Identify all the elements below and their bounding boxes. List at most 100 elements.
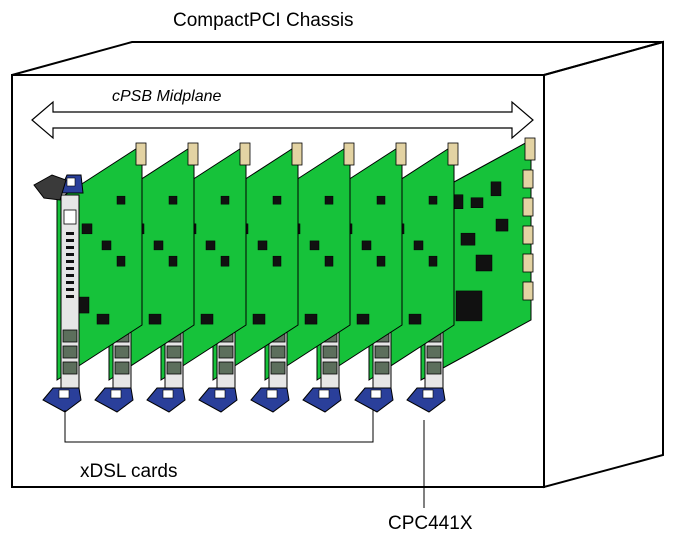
chip [116, 255, 126, 267]
chip [205, 240, 216, 251]
chassis-box [11, 40, 664, 489]
chip [116, 195, 126, 205]
chip [200, 313, 214, 325]
handle-latch [370, 389, 382, 399]
port [426, 345, 442, 359]
port [218, 345, 234, 359]
chip [460, 232, 476, 246]
chip [81, 223, 93, 235]
rear-connector [524, 137, 536, 161]
faceplate-window [63, 209, 77, 225]
led-indicator [66, 253, 74, 256]
chip [309, 240, 320, 251]
chip [490, 181, 502, 197]
rear-connector [522, 169, 534, 189]
rear-connector [522, 197, 534, 217]
chip [413, 240, 424, 251]
handle-latch [318, 389, 330, 399]
chip [428, 255, 438, 267]
handle-latch [66, 177, 76, 187]
chip [324, 255, 334, 267]
bottom-ejector-handle [94, 387, 134, 413]
handle-latch [58, 389, 70, 399]
bottom-ejector-handle [42, 387, 82, 413]
chip [324, 195, 334, 205]
chip [168, 195, 178, 205]
bottom-ejector-handle [406, 387, 446, 413]
port [374, 361, 390, 375]
chip [428, 195, 438, 205]
chip [153, 240, 164, 251]
chip [252, 313, 266, 325]
rear-connector [522, 225, 534, 245]
led-indicator [66, 239, 74, 242]
handle-latch [110, 389, 122, 399]
led-indicator [66, 295, 74, 298]
handle-latch [214, 389, 226, 399]
port [426, 361, 442, 375]
card-group [33, 137, 536, 413]
front-ejector-lever [33, 174, 67, 201]
led-indicator [66, 274, 74, 277]
chip [272, 255, 282, 267]
chip [470, 197, 484, 208]
chip [376, 255, 386, 267]
port [114, 361, 130, 375]
chassis-title: CompactPCI Chassis [173, 10, 354, 31]
rear-connector [187, 142, 199, 166]
bottom-ejector-handle [250, 387, 290, 413]
port [62, 329, 78, 343]
rear-connector [522, 253, 534, 273]
rear-connector [135, 142, 147, 166]
chassis-side-face [543, 40, 664, 489]
chip [257, 240, 268, 251]
callout-lines [64, 410, 425, 508]
chip [376, 195, 386, 205]
cpc-card-label: CPC441X [388, 513, 473, 534]
led-indicator [66, 246, 74, 249]
rear-connector [343, 142, 355, 166]
bottom-ejector-handle [198, 387, 238, 413]
bottom-ejector-handle [146, 387, 186, 413]
midplane-label: cPSB Midplane [112, 88, 221, 105]
chip [455, 290, 483, 322]
port [270, 361, 286, 375]
port [114, 345, 130, 359]
led-indicator [66, 281, 74, 284]
rear-connector [522, 281, 534, 301]
chip [272, 195, 282, 205]
bottom-ejector-handle [302, 387, 342, 413]
rear-connector [291, 142, 303, 166]
rear-connector [447, 142, 459, 166]
xdsl-cards-label: xDSL cards [80, 461, 178, 482]
port [62, 361, 78, 375]
handle-latch [162, 389, 174, 399]
chassis-front-face [11, 74, 545, 488]
chip [168, 255, 178, 267]
chip [220, 255, 230, 267]
chip [495, 218, 509, 232]
led-indicator [66, 288, 74, 291]
chip [408, 313, 422, 325]
handle-latch [422, 389, 434, 399]
led-indicator [66, 260, 74, 263]
led-indicator [66, 267, 74, 270]
chip [96, 313, 110, 325]
chip [148, 313, 162, 325]
handle-latch [266, 389, 278, 399]
chip [356, 313, 370, 325]
chip [101, 240, 112, 251]
port [166, 361, 182, 375]
xdsl-bracket-line [64, 410, 374, 443]
rear-connector [239, 142, 251, 166]
port [166, 345, 182, 359]
port [374, 345, 390, 359]
chip [220, 195, 230, 205]
port [62, 345, 78, 359]
port [322, 361, 338, 375]
chip [361, 240, 372, 251]
led-indicator [66, 232, 74, 235]
port [270, 345, 286, 359]
double-arrow-icon [31, 100, 534, 140]
